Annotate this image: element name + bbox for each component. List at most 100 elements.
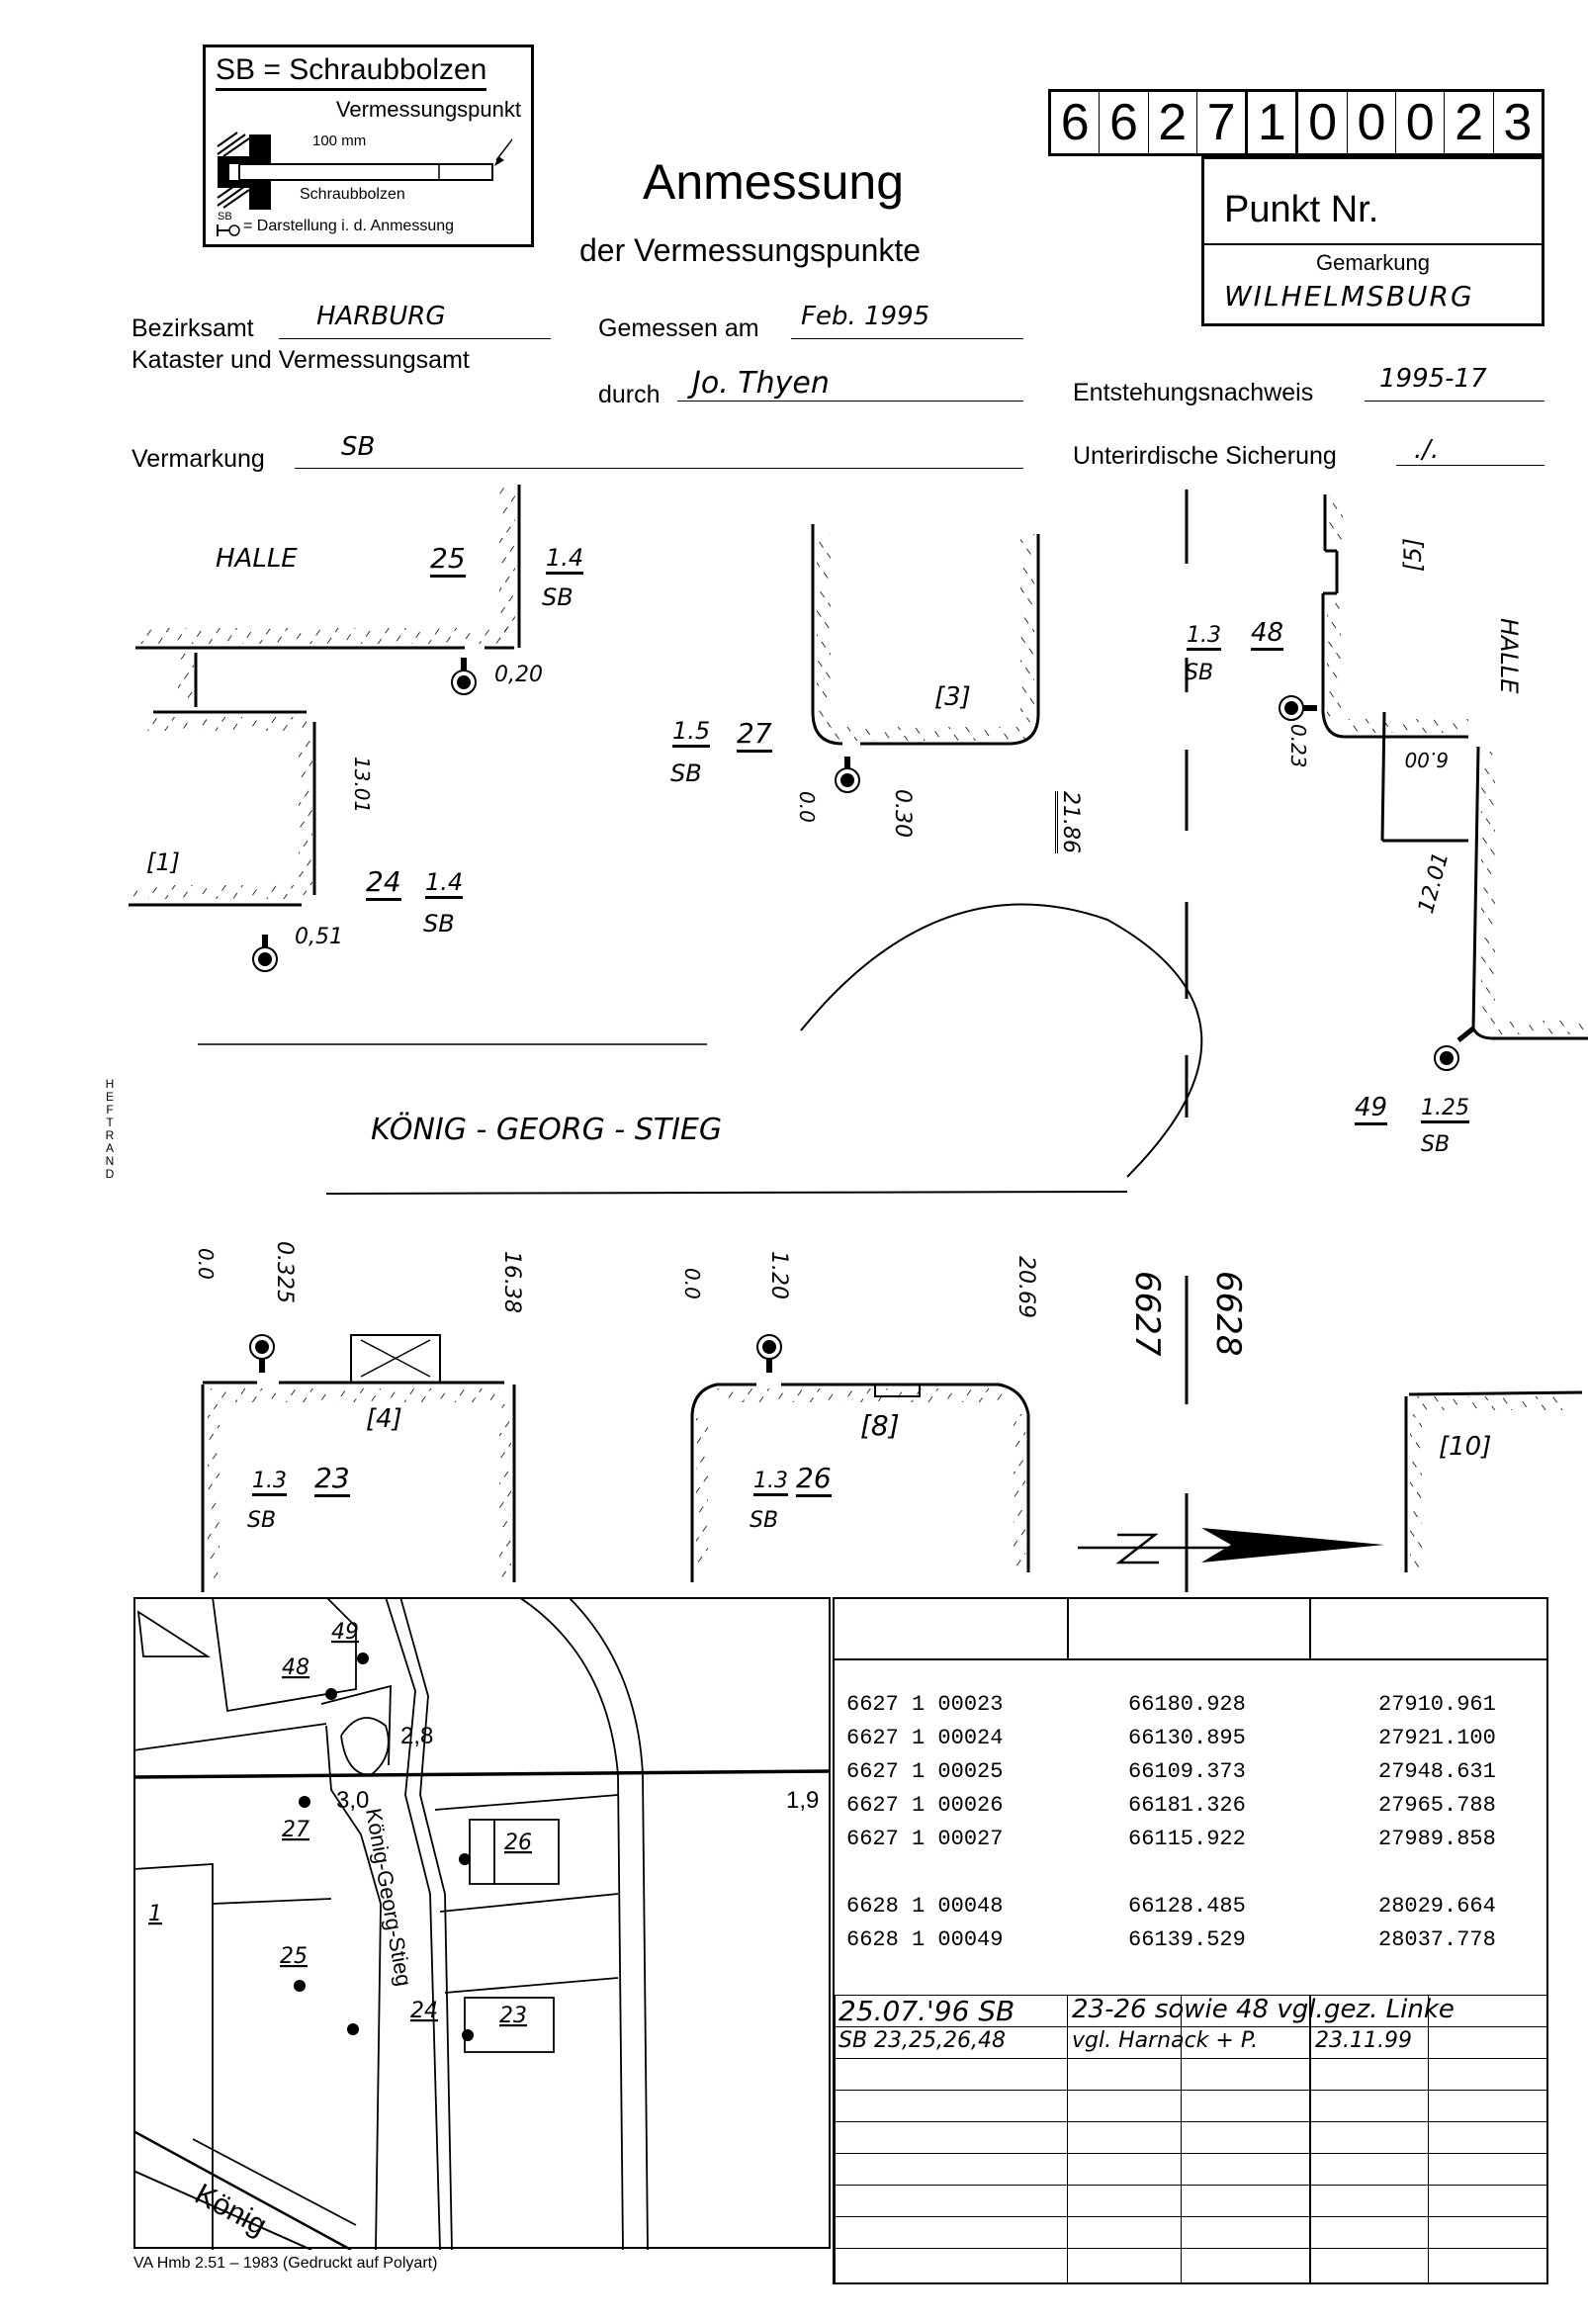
kataster-label: Kataster und Vermessungsamt (132, 346, 470, 374)
point-24-height: 1.4 (425, 868, 464, 899)
measure-0-0-b: 0.0 (194, 1248, 218, 1280)
building-3-label: [3] (934, 682, 971, 712)
point-number-boxes: 6 6 2 7 1 0 0 0 2 3 (1048, 89, 1544, 156)
point-48-type: SB (1185, 661, 1214, 685)
legend-length: 100 mm (312, 133, 367, 149)
point-digit: 1 (1248, 92, 1299, 153)
form-reference: VA Hmb 2.51 – 1983 (Gedruckt auf Polyart… (133, 2255, 438, 2272)
vermarkung-value: SB (341, 432, 376, 462)
point-26-nr: 26 (796, 1462, 832, 1497)
measure-21-86: 21.86 (1055, 791, 1083, 853)
vermarkung-label: Vermarkung (132, 445, 265, 473)
note-1-text: 23-26 sowie 48 vgl. (1072, 1995, 1324, 2024)
point-49-height: 1.25 (1421, 1096, 1469, 1123)
point-48-height: 1.3 (1187, 623, 1221, 651)
halle-right-label: HALLE (1495, 618, 1523, 694)
point-digit: 6 (1051, 92, 1101, 153)
point-23-nr: 23 (314, 1462, 350, 1497)
sicherung-value: ./. (1414, 435, 1440, 465)
street-name-label: KÖNIG - GEORG - STIEG (371, 1113, 723, 1147)
punkt-nr-label: Punkt Nr. (1224, 189, 1379, 230)
point-26-offset: 1.20 (766, 1251, 791, 1299)
point-digit: 2 (1445, 92, 1494, 153)
point-digit: 0 (1396, 92, 1446, 153)
map-label-25: 25 (280, 1944, 308, 1969)
legend-symbol-label: SB (218, 211, 232, 223)
map-label-49: 49 (331, 1620, 359, 1645)
gemarkung-label: Gemarkung (1316, 250, 1430, 275)
point-49-nr: 49 (1355, 1093, 1388, 1125)
note-2-date: 23.11.99 (1315, 2028, 1412, 2053)
building-8-label: [8] (860, 1409, 900, 1442)
measure-20-69: 20.69 (1014, 1256, 1038, 1318)
point-27-height: 1.5 (672, 717, 711, 748)
point-digit: 6 (1100, 92, 1149, 153)
note-1-sign: gez. Linke (1324, 1995, 1455, 2024)
map-label-26: 26 (504, 1831, 532, 1855)
legend-darstellung: = Darstellung i. d. Anmessung (243, 218, 455, 234)
building-1-label: [1] (146, 849, 180, 876)
map-dim-1-9: 1,9 (786, 1787, 819, 1814)
point-digit: 0 (1348, 92, 1397, 153)
point-23-offset: 0.325 (272, 1241, 297, 1303)
legend-schraubbolzen: Schraubbolzen (300, 186, 405, 203)
entstehung-value: 1995-17 (1379, 364, 1487, 394)
map-excerpt: 2,8 3,0 1,9 König-Georg-Stieg König 49 4… (133, 1597, 831, 2250)
measure-0-0-c: 0.0 (680, 1268, 704, 1299)
point-26-height: 1.3 (753, 1469, 788, 1496)
sicherung-label: Unterirdische Sicherung (1073, 442, 1337, 470)
measure-0-0-a: 0.0 (795, 791, 819, 823)
point-25-type: SB (542, 583, 573, 611)
point-24-offset: 0,51 (295, 925, 343, 949)
legend-box: SB = Schraubbolzen Vermessungspunkt 100 … (203, 45, 534, 247)
building-5-label: [5] (1399, 538, 1427, 572)
point-digit: 3 (1503, 94, 1533, 151)
point-49-type: SB (1421, 1132, 1451, 1157)
gemarkung-value: WILHELMSBURG (1224, 280, 1474, 313)
map-label-48: 48 (282, 1655, 309, 1680)
point-24-type: SB (423, 910, 455, 938)
bezirksamt-value: HARBURG (316, 302, 446, 331)
map-label-1: 1 (148, 1902, 162, 1926)
point-27-nr: 27 (737, 717, 772, 753)
point-24-nr: 24 (366, 865, 401, 901)
page-subtitle: der Vermessungspunkte (579, 232, 922, 268)
bezirksamt-label: Bezirksamt (132, 314, 254, 342)
legend-title: SB = Schraubbolzen (216, 53, 487, 91)
note-1-date: 25.07.'96 SB (838, 1995, 1015, 2027)
measure-6-00: 6.00 (1404, 748, 1449, 771)
map-label-27: 27 (282, 1818, 309, 1842)
point-digit: 0 (1298, 92, 1348, 153)
point-digit: 7 (1197, 92, 1249, 153)
punkt-nr-box: Punkt Nr. Gemarkung WILHELMSBURG (1201, 156, 1544, 326)
flurstueck-6627-label: 6627 (1127, 1271, 1167, 1357)
point-27-type: SB (670, 760, 702, 787)
point-23-height: 1.3 (252, 1469, 287, 1496)
point-25-nr: 25 (430, 542, 466, 578)
heftrand-label: HEFTRAND (105, 1077, 115, 1181)
map-label-23: 23 (499, 2004, 527, 2028)
bolt-diagram-icon (217, 132, 512, 210)
note-2-points: SB 23,25,26,48 (838, 2028, 1007, 2053)
sb-marker-icon (249, 658, 1475, 1373)
note-2-text: vgl. Harnack + P. (1072, 2028, 1259, 2053)
building-4-label: [4] (366, 1404, 402, 1434)
gemessen-value: Feb. 1995 (801, 302, 930, 331)
durch-label: durch (598, 381, 661, 408)
sb-symbol-icon (217, 224, 240, 236)
point-27-offset: 0.30 (890, 789, 915, 838)
building-10-label: [10] (1439, 1432, 1492, 1462)
halle-left-label: HALLE (216, 544, 298, 574)
point-23-type: SB (247, 1508, 277, 1533)
legend-vermessungspunkt: Vermessungspunkt (335, 97, 521, 122)
page-title: Anmessung (643, 154, 905, 210)
map-dim-2-8: 2,8 (400, 1723, 433, 1749)
durch-signature: Jo. Thyen (692, 366, 830, 401)
